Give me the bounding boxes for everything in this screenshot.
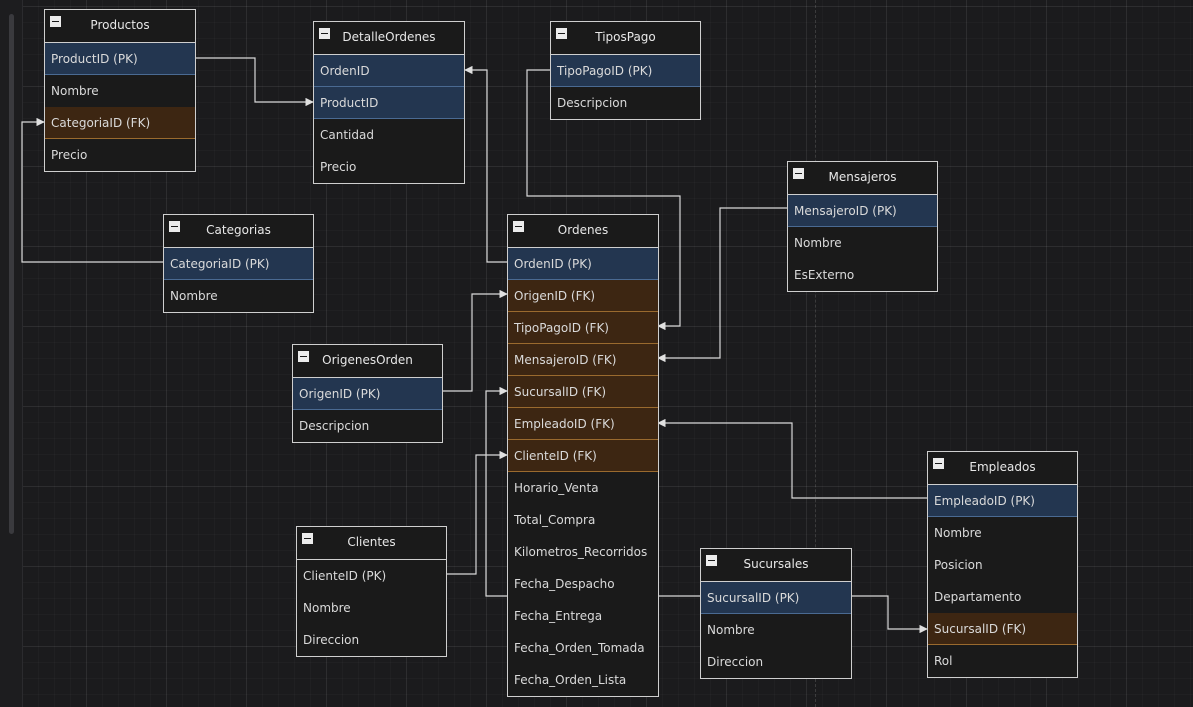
- entity-title: OrigenesOrden: [322, 353, 413, 367]
- field-row[interactable]: MensajeroID (FK): [508, 344, 658, 376]
- field-row[interactable]: Departamento: [934, 590, 1022, 604]
- field-row[interactable]: OrigenID (PK): [293, 378, 442, 410]
- field-row[interactable]: Kilometros_Recorridos: [514, 545, 648, 559]
- field-row[interactable]: Direccion: [707, 655, 764, 669]
- link-mensajeros-ordenes: [657, 207, 787, 363]
- field-row[interactable]: MensajeroID (PK): [788, 195, 937, 227]
- entity-title: Clientes: [347, 535, 396, 549]
- field-row[interactable]: Direccion: [303, 633, 360, 647]
- collapse-icon[interactable]: [933, 458, 944, 469]
- field-row[interactable]: Descripcion: [299, 419, 370, 433]
- field-row[interactable]: Cantidad: [320, 128, 374, 142]
- field-row[interactable]: Rol: [934, 654, 953, 668]
- field-row[interactable]: Nombre: [170, 289, 218, 303]
- entity-title: DetalleOrdenes: [342, 30, 436, 44]
- entity-header[interactable]: Productos: [45, 10, 195, 43]
- field-row[interactable]: CategoriaID (PK): [164, 248, 313, 280]
- entity-header[interactable]: Sucursales: [701, 549, 851, 582]
- field-row[interactable]: Fecha_Entrega: [514, 609, 603, 623]
- field-row[interactable]: ProductID (PK): [45, 43, 195, 75]
- entity-title: Categorias: [206, 223, 271, 237]
- field-row[interactable]: TipoPagoID (FK): [508, 312, 658, 344]
- link-sucursales-empleados: [851, 595, 928, 634]
- link-tipospago-ordenes: [526, 69, 681, 331]
- field-row[interactable]: Fecha_Orden_Lista: [514, 673, 627, 687]
- collapse-icon[interactable]: [793, 168, 804, 179]
- field-row[interactable]: SucursalID (PK): [701, 582, 851, 614]
- field-row[interactable]: Fecha_Despacho: [514, 577, 615, 591]
- entity-header[interactable]: Mensajeros: [788, 162, 937, 195]
- field-row[interactable]: Nombre: [707, 623, 755, 637]
- field-row[interactable]: EsExterno: [794, 268, 855, 282]
- entity-title: Ordenes: [557, 223, 609, 237]
- entity-header[interactable]: Ordenes: [508, 215, 658, 248]
- entity-title: Empleados: [969, 460, 1036, 474]
- link-origenesorden-ordenes: [442, 289, 508, 392]
- collapse-icon[interactable]: [513, 221, 524, 232]
- entity-title: Mensajeros: [828, 170, 897, 184]
- collapse-icon[interactable]: [50, 16, 61, 27]
- entity-title: Productos: [90, 18, 150, 32]
- link-clientes-ordenes: [446, 450, 508, 575]
- entity-header[interactable]: TiposPago: [551, 22, 700, 55]
- entity-title: Sucursales: [743, 557, 809, 571]
- field-row[interactable]: OrdenID (PK): [508, 248, 658, 280]
- scrollbar-thumb[interactable]: [9, 14, 14, 534]
- vertical-scrollbar[interactable]: [0, 0, 23, 707]
- field-row[interactable]: Precio: [320, 160, 357, 174]
- field-row[interactable]: Descripcion: [557, 96, 628, 110]
- field-row[interactable]: ProductID: [314, 87, 464, 119]
- entity-header[interactable]: DetalleOrdenes: [314, 22, 464, 55]
- field-row[interactable]: Horario_Venta: [514, 481, 599, 495]
- collapse-icon[interactable]: [556, 28, 567, 39]
- collapse-icon[interactable]: [169, 221, 180, 232]
- field-row[interactable]: Nombre: [794, 236, 842, 250]
- entity-header[interactable]: OrigenesOrden: [293, 345, 442, 378]
- collapse-icon[interactable]: [298, 351, 309, 362]
- link-productos-detalleordenes: [195, 57, 314, 107]
- field-row[interactable]: CategoriaID (FK): [45, 107, 195, 139]
- link-categorias-productos: [21, 117, 163, 263]
- field-row[interactable]: Fecha_Orden_Tomada: [514, 641, 645, 655]
- field-row[interactable]: TipoPagoID (PK): [551, 55, 700, 87]
- entity-title: TiposPago: [595, 30, 656, 44]
- field-row[interactable]: Nombre: [303, 601, 351, 615]
- link-empleados-ordenes: [657, 418, 927, 499]
- field-row[interactable]: Nombre: [934, 526, 982, 540]
- field-row[interactable]: Posicion: [934, 558, 983, 572]
- field-row[interactable]: SucursalID (FK): [508, 376, 658, 408]
- field-row[interactable]: EmpleadoID (FK): [508, 408, 658, 440]
- field-row[interactable]: Precio: [51, 148, 88, 162]
- field-row[interactable]: ClienteID (PK): [303, 569, 387, 583]
- entity-header[interactable]: Categorias: [164, 215, 313, 248]
- field-row[interactable]: OrdenID: [314, 55, 464, 87]
- link-ordenes-detalleordenes: [464, 65, 507, 263]
- page-break-guide: [815, 0, 816, 707]
- field-row[interactable]: OrigenID (FK): [508, 280, 658, 312]
- field-row[interactable]: SucursalID (FK): [928, 613, 1077, 645]
- field-row[interactable]: Nombre: [51, 84, 99, 98]
- entity-header[interactable]: Clientes: [297, 527, 446, 560]
- field-row[interactable]: Total_Compra: [514, 513, 596, 527]
- collapse-icon[interactable]: [302, 533, 313, 544]
- collapse-icon[interactable]: [319, 28, 330, 39]
- field-row[interactable]: ClienteID (FK): [508, 440, 658, 472]
- entity-header[interactable]: Empleados: [928, 452, 1077, 485]
- field-row[interactable]: EmpleadoID (PK): [928, 485, 1077, 517]
- collapse-icon[interactable]: [706, 555, 717, 566]
